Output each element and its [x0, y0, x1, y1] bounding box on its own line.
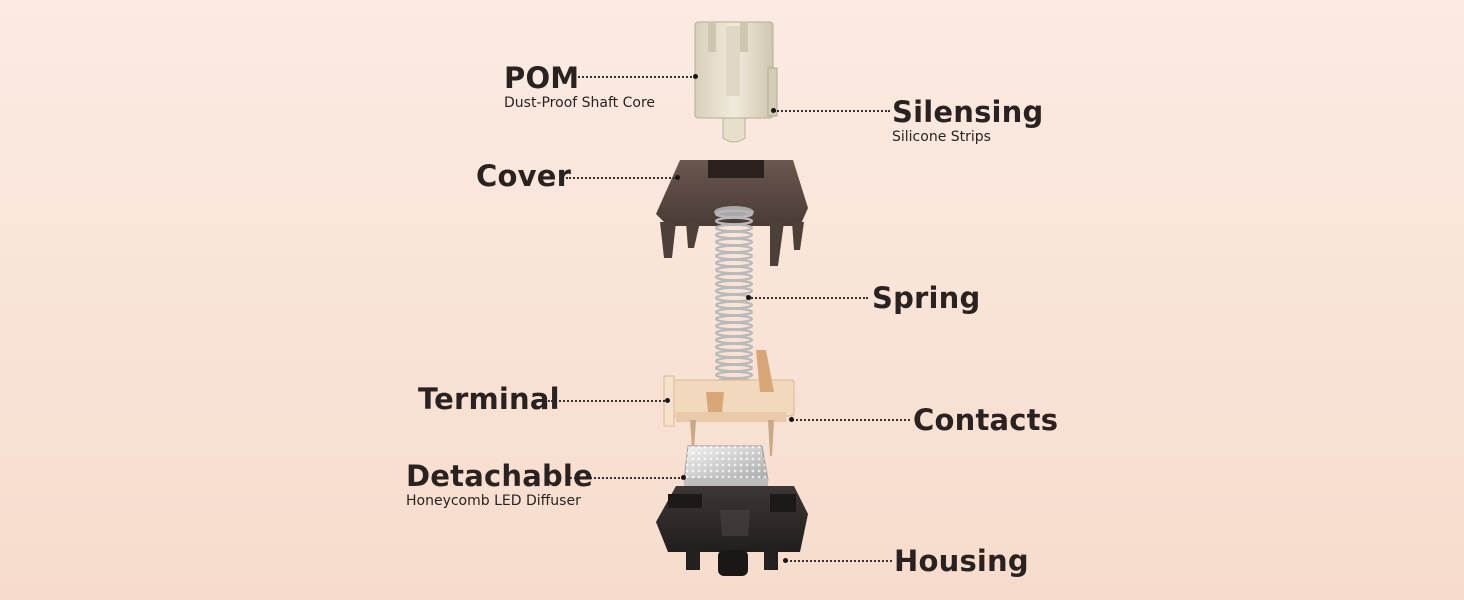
- spring-coil: [714, 265, 754, 275]
- spring-coil: [714, 370, 754, 380]
- spring-coil: [714, 251, 754, 261]
- contacts-title: Contacts: [913, 403, 1059, 437]
- silensing-leader: [774, 110, 890, 112]
- housing-label: Housing: [894, 545, 1029, 577]
- cover-label: Cover: [476, 160, 571, 192]
- contacts-leader: [792, 419, 910, 421]
- spring-label: Spring: [872, 282, 981, 314]
- housing-title: Housing: [894, 544, 1029, 578]
- terminal-label: Terminal: [418, 383, 560, 415]
- pom-title: POM: [504, 61, 580, 95]
- housing-leader: [786, 560, 892, 562]
- contacts-label: Contacts: [913, 404, 1058, 436]
- silensing-leader-dot: [771, 108, 776, 113]
- terminal-title: Terminal: [418, 382, 560, 416]
- spring-coil: [714, 237, 754, 247]
- spring-coil: [714, 356, 754, 366]
- detachable-subtitle: Honeycomb LED Diffuser: [406, 493, 581, 509]
- cover-part: [656, 160, 808, 266]
- spring-coil: [714, 258, 754, 268]
- pom-label: POM Dust-Proof Shaft Core: [504, 62, 655, 112]
- spring-coil: [714, 279, 754, 289]
- detachable-leader: [566, 477, 684, 479]
- pom-subtitle: Dust-Proof Shaft Core: [504, 95, 656, 111]
- detachable-leader-dot: [681, 475, 686, 480]
- pom-stem: [694, 21, 778, 143]
- silensing-subtitle: Silicone Strips: [892, 129, 991, 145]
- spring-coil: [714, 321, 754, 331]
- led-diffuser-part: [683, 445, 769, 488]
- spring-coil: [714, 314, 754, 324]
- spring-leader: [748, 297, 868, 299]
- spring-coil: [714, 300, 754, 310]
- spring-coil: [714, 349, 754, 359]
- spring-coil: [714, 272, 754, 282]
- cover-title: Cover: [476, 159, 572, 193]
- spring-coil: [714, 328, 754, 338]
- spring-coil: [714, 286, 754, 296]
- terminal-leader: [548, 400, 668, 402]
- spring-coil: [714, 223, 754, 233]
- detachable-label: Detachable Honeycomb LED Diffuser: [406, 460, 593, 510]
- terminal-leader-dot: [665, 398, 670, 403]
- spring-coil: [714, 230, 754, 240]
- housing-part: [656, 486, 808, 576]
- spring-coil: [714, 307, 754, 317]
- silensing-label: Silensing Silicone Strips: [892, 96, 1044, 146]
- contacts-leader-dot: [789, 417, 794, 422]
- spring-coil: [714, 363, 754, 373]
- pom-leader-dot: [693, 74, 698, 79]
- spring-part: [714, 209, 754, 394]
- detachable-title: Detachable: [406, 459, 593, 493]
- silensing-title: Silensing: [892, 95, 1044, 129]
- spring-coil: [714, 244, 754, 254]
- pom-leader: [578, 76, 696, 78]
- cover-leader-dot: [675, 175, 680, 180]
- spring-title: Spring: [872, 281, 981, 315]
- housing-leader-dot: [783, 558, 788, 563]
- spring-coil: [714, 342, 754, 352]
- cover-leader: [566, 177, 678, 179]
- spring-coil: [714, 335, 754, 345]
- spring-leader-dot: [746, 295, 751, 300]
